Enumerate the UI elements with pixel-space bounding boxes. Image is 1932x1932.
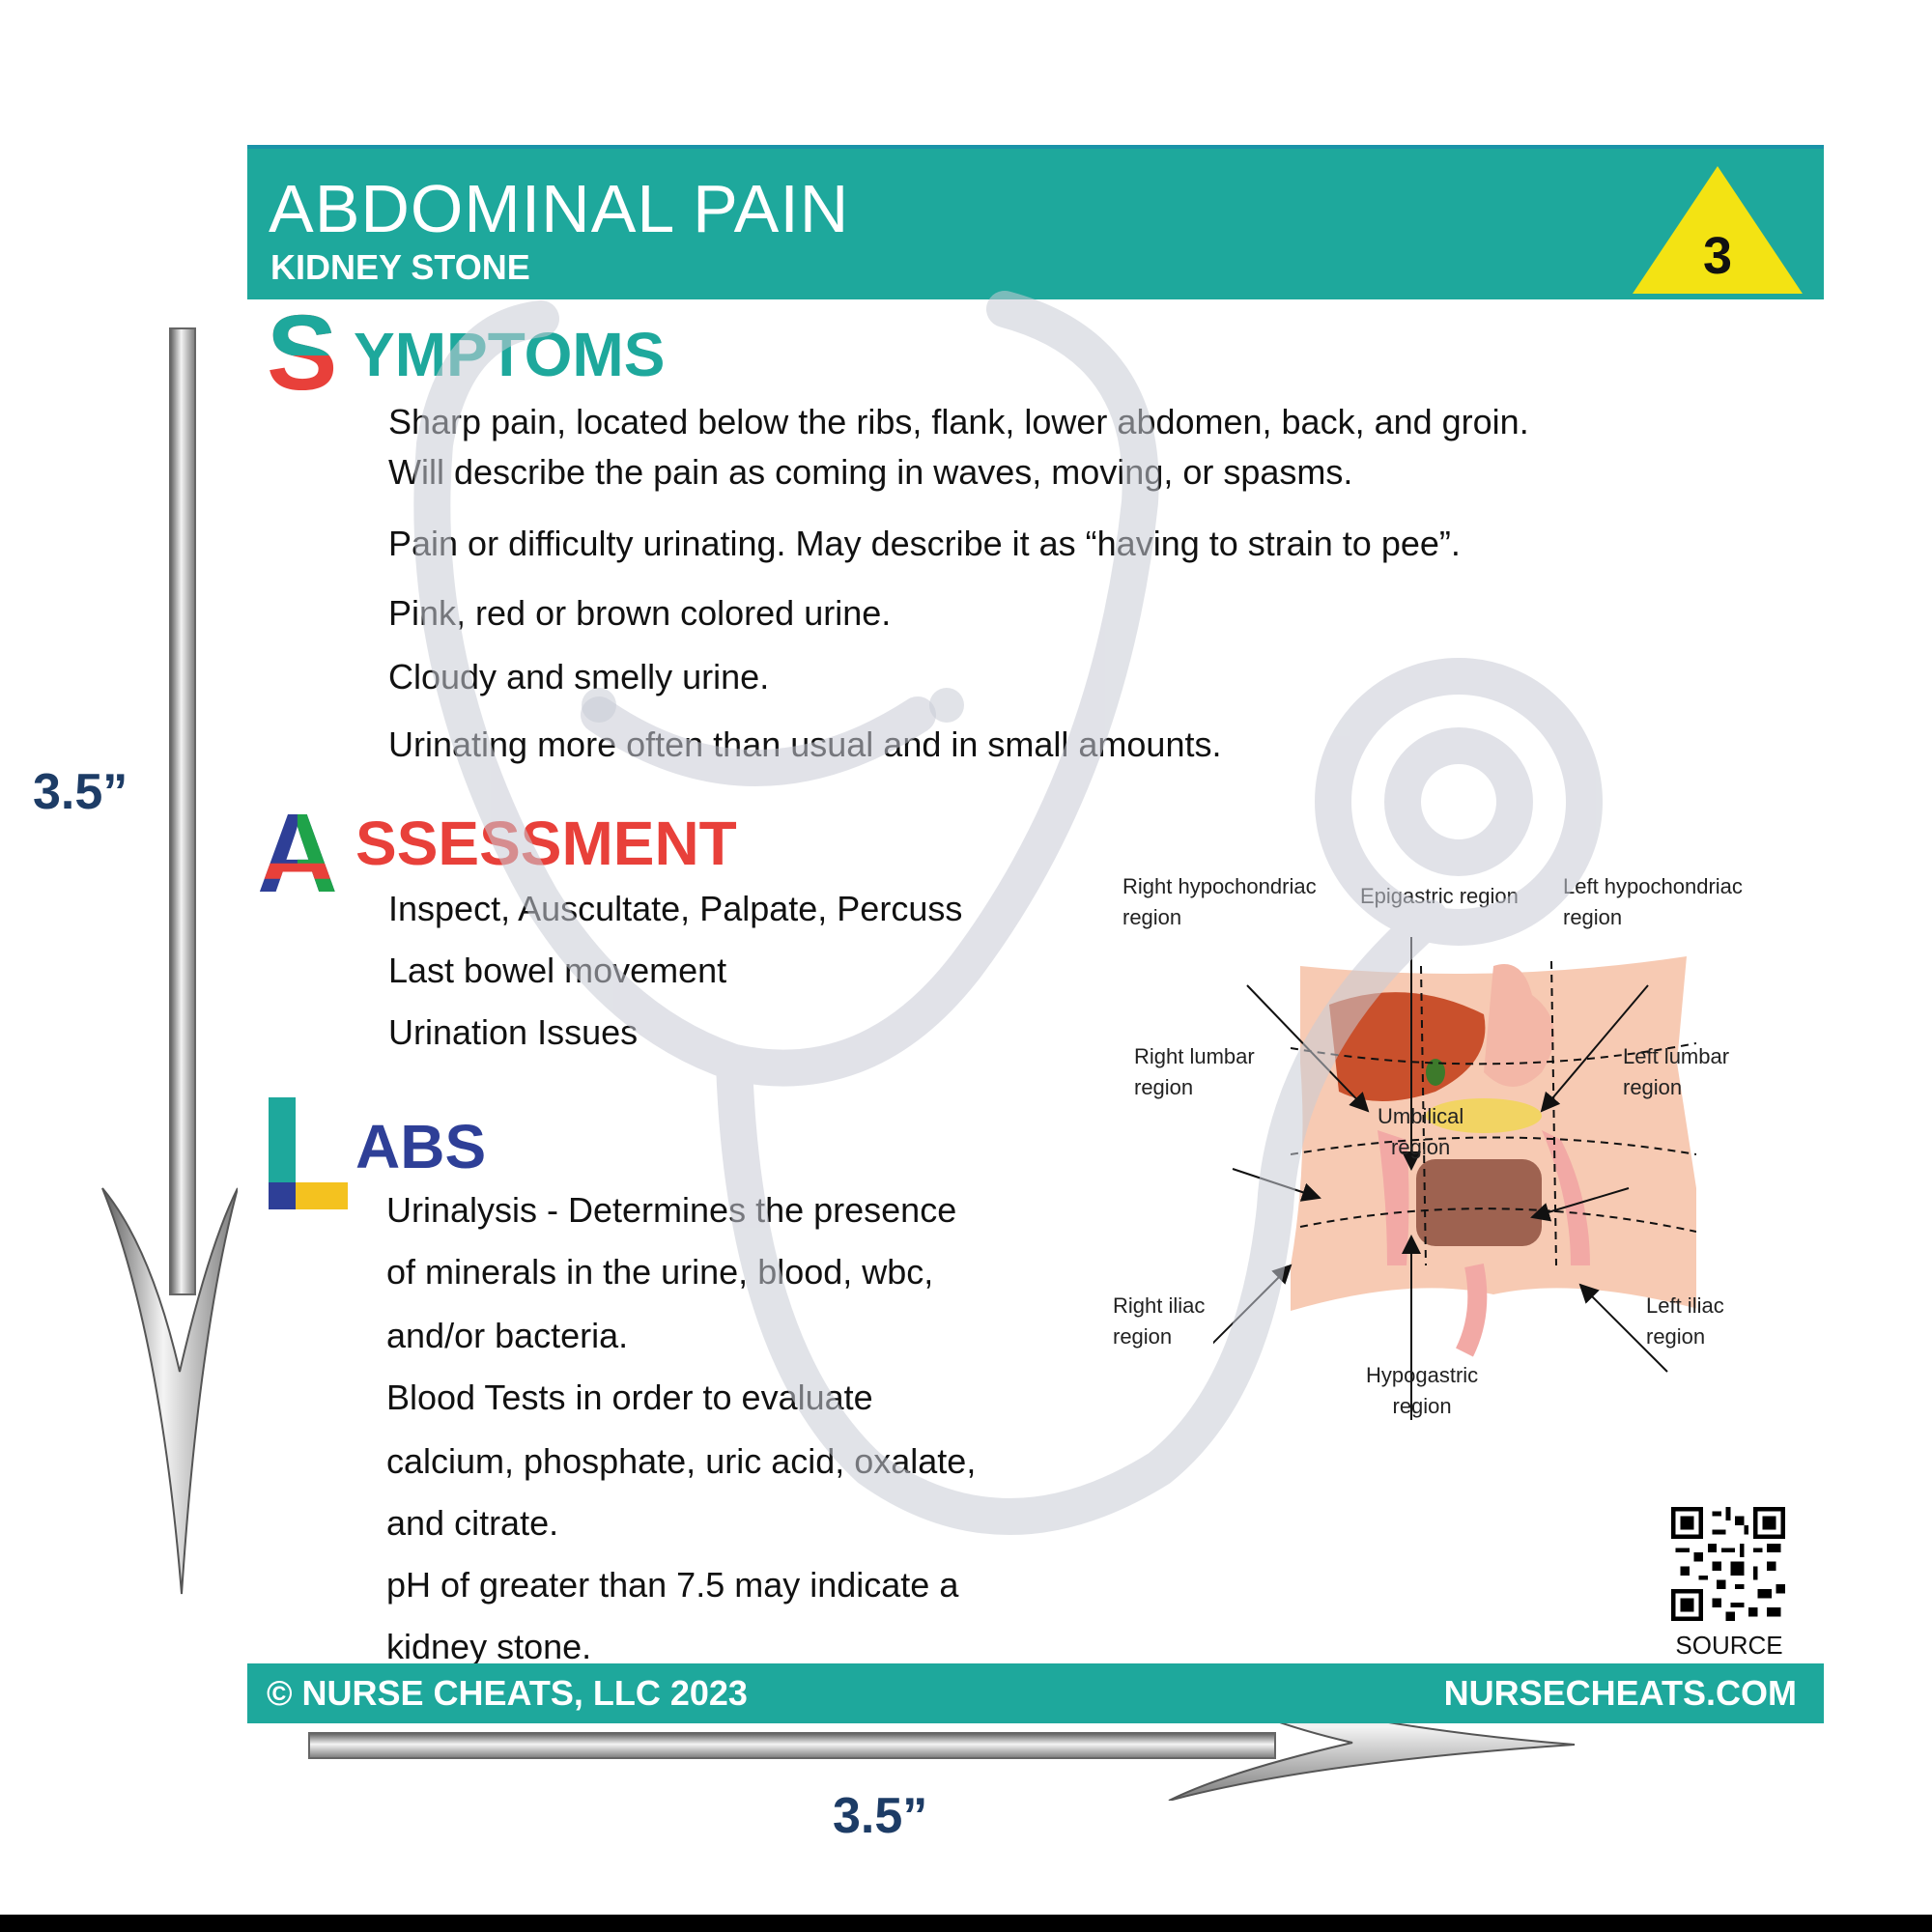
bottom-border <box>0 1915 1932 1932</box>
triangle-badge-icon <box>1633 166 1803 294</box>
labs-line: calcium, phosphate, uric acid, oxalate, <box>386 1441 977 1481</box>
assessment-line: Urination Issues <box>388 1012 639 1052</box>
vertical-dimension-label: 3.5” <box>33 764 128 820</box>
labs-line: pH of greater than 7.5 may indicate a <box>386 1565 959 1605</box>
symptom-line: Urinating more often than usual and in s… <box>388 724 1222 764</box>
qr-code-icon[interactable] <box>1671 1507 1785 1621</box>
assessment-heading: SSESSMENT <box>355 809 737 878</box>
labs-initial <box>269 1097 348 1209</box>
copyright-text: © NURSE CHEATS, LLC 2023 <box>267 1673 748 1713</box>
label-epigastric: Epigastric region <box>1360 884 1519 908</box>
card-footer: © NURSE CHEATS, LLC 2023 NURSECHEATS.COM <box>247 1663 1824 1723</box>
card-header: ABDOMINAL PAIN KIDNEY STONE <box>247 145 1824 299</box>
card-title: ABDOMINAL PAIN <box>269 171 850 246</box>
labs-heading: ABS <box>355 1112 487 1181</box>
labs-line: kidney stone. <box>386 1627 592 1666</box>
vertical-dimension-arrow <box>101 327 238 1595</box>
labs-line: and/or bacteria. <box>386 1316 629 1355</box>
reference-card: ABDOMINAL PAIN KIDNEY STONE 3 S S YMPTOM… <box>247 145 1824 1723</box>
region-pointer-arrows <box>1213 937 1668 1420</box>
card-subtitle: KIDNEY STONE <box>270 247 530 287</box>
symptom-line: Sharp pain, located below the ribs, flan… <box>388 402 1529 441</box>
labs-line: and citrate. <box>386 1503 559 1543</box>
symptoms-heading: YMPTOMS <box>354 320 666 389</box>
labs-line: of minerals in the urine, blood, wbc, <box>386 1252 934 1292</box>
symptom-line: Pain or difficulty urinating. May descri… <box>388 524 1461 563</box>
symptom-line: Will describe the pain as coming in wave… <box>388 452 1353 492</box>
card-number: 3 <box>1702 227 1733 285</box>
labs-line: Urinalysis - Determines the presence <box>386 1190 957 1230</box>
horizontal-dimension-label: 3.5” <box>833 1788 928 1844</box>
symptom-line: Cloudy and smelly urine. <box>388 657 770 696</box>
symptom-line: Pink, red or brown colored urine. <box>388 593 892 633</box>
labs-line: Blood Tests in order to evaluate <box>386 1378 873 1417</box>
assessment-line: Last bowel movement <box>388 951 727 990</box>
website-link[interactable]: NURSECHEATS.COM <box>1443 1673 1797 1713</box>
assessment-line: Inspect, Auscultate, Palpate, Percuss <box>388 889 963 928</box>
source-label: SOURCE <box>1675 1631 1783 1660</box>
